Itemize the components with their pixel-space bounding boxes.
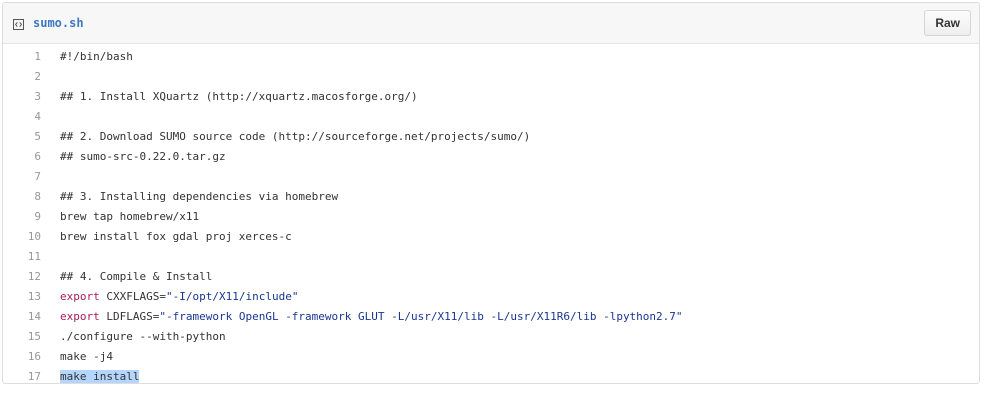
line-code: ## 4. Compile & Install xyxy=(60,270,213,283)
keyword-token: export xyxy=(60,310,100,323)
line-code: ## sumo-src-0.22.0.tar.gz xyxy=(60,150,226,163)
line-code: ## 3. Installing dependencies via homebr… xyxy=(60,190,339,203)
keyword-token: export xyxy=(60,290,100,303)
line-number[interactable]: 2 xyxy=(34,70,41,83)
line-number[interactable]: 1 xyxy=(34,50,41,63)
line-code: brew tap homebrew/x11 xyxy=(60,210,200,223)
line-code: #!/bin/bash xyxy=(60,50,133,63)
selected-text: make install xyxy=(60,370,140,383)
code-token: CXXFLAGS= xyxy=(99,290,166,303)
code-line: 14 export LDFLAGS="-framework OpenGL -fr… xyxy=(3,307,979,327)
string-token: "-framework OpenGL -framework GLUT -L/us… xyxy=(159,310,683,323)
string-token: "-I/opt/X11/include" xyxy=(165,290,299,303)
code-line: 17 make install xyxy=(3,367,979,383)
line-number[interactable]: 10 xyxy=(27,230,41,243)
line-number[interactable]: 13 xyxy=(27,290,41,303)
code-line: 1 #!/bin/bash xyxy=(3,47,979,67)
line-code: brew install fox gdal proj xerces-c xyxy=(60,230,292,243)
line-number[interactable]: 5 xyxy=(34,130,41,143)
line-number[interactable]: 11 xyxy=(27,250,41,263)
line-code xyxy=(43,67,60,87)
file-header: sumo.sh Raw xyxy=(3,3,979,44)
code-line: 5 ## 2. Download SUMO source code (http:… xyxy=(3,127,979,147)
line-code xyxy=(43,247,60,267)
code-line: 12 ## 4. Compile & Install xyxy=(3,267,979,287)
line-number[interactable]: 9 xyxy=(34,210,41,223)
line-number[interactable]: 15 xyxy=(27,330,41,343)
line-code xyxy=(43,167,60,187)
line-code: make -j4 xyxy=(60,350,113,363)
code-line: 10 brew install fox gdal proj xerces-c xyxy=(3,227,979,247)
code-line: 2 xyxy=(3,67,979,87)
line-code: ## 2. Download SUMO source code (http://… xyxy=(60,130,531,143)
file-name-link[interactable]: sumo.sh xyxy=(33,16,84,30)
line-code: export CXXFLAGS="-I/opt/X11/include" xyxy=(43,287,298,307)
line-code: make install xyxy=(43,367,140,383)
line-number[interactable]: 14 xyxy=(27,310,41,323)
gist-file: sumo.sh Raw 1 #!/bin/bash 2 3 ## 1. Inst… xyxy=(2,2,980,384)
line-number[interactable]: 8 xyxy=(34,190,41,203)
code-line: 7 xyxy=(3,167,979,187)
code-line: 13 export CXXFLAGS="-I/opt/X11/include" xyxy=(3,287,979,307)
code-line: 4 xyxy=(3,107,979,127)
code-token: LDFLAGS= xyxy=(99,310,160,323)
code-line: 8 ## 3. Installing dependencies via home… xyxy=(3,187,979,207)
line-number[interactable]: 12 xyxy=(27,270,41,283)
line-code: ## 1. Install XQuartz (http://xquartz.ma… xyxy=(60,90,418,103)
line-number[interactable]: 4 xyxy=(34,110,41,123)
code-line: 6 ## sumo-src-0.22.0.tar.gz xyxy=(3,147,979,167)
line-number[interactable]: 6 xyxy=(34,150,41,163)
line-number[interactable]: 16 xyxy=(27,350,41,363)
code-line: 9 brew tap homebrew/x11 xyxy=(3,207,979,227)
code-line: 11 xyxy=(3,247,979,267)
line-code: ./configure --with-python xyxy=(60,330,226,343)
code-line: 15 ./configure --with-python xyxy=(3,327,979,347)
line-code: export LDFLAGS="-framework OpenGL -frame… xyxy=(43,307,683,327)
code-line: 16 make -j4 xyxy=(3,347,979,367)
line-code xyxy=(43,107,60,127)
file-code-icon xyxy=(13,17,24,30)
code-line: 3 ## 1. Install XQuartz (http://xquartz.… xyxy=(3,87,979,107)
line-number[interactable]: 17 xyxy=(27,370,41,383)
raw-button[interactable]: Raw xyxy=(924,10,971,36)
code-body: 1 #!/bin/bash 2 3 ## 1. Install XQuartz … xyxy=(3,44,979,383)
line-number[interactable]: 3 xyxy=(34,90,41,103)
line-number[interactable]: 7 xyxy=(34,170,41,183)
